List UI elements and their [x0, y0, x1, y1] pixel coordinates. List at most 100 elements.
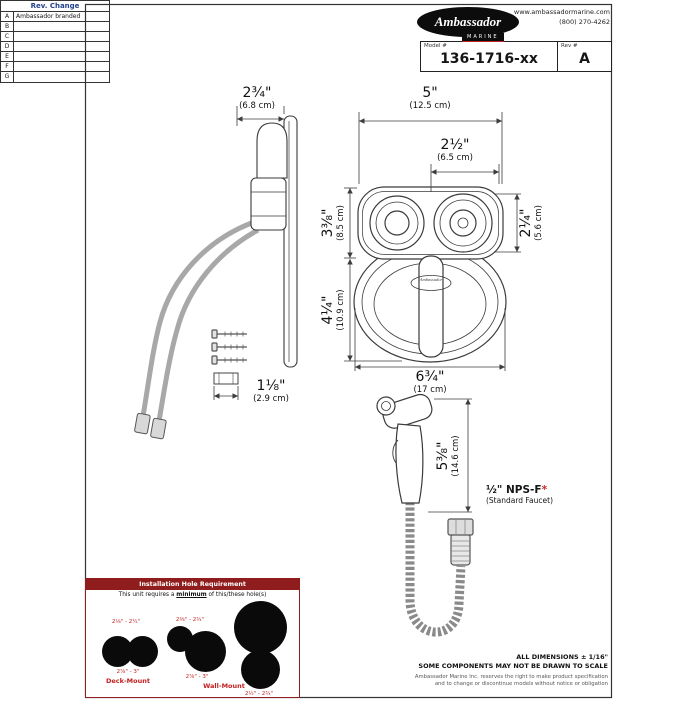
rev-change: Ambassador branded — [16, 13, 81, 20]
wall-hole-top — [234, 601, 287, 654]
rev-row: C — [1, 32, 109, 42]
dim-overall-top-in: 5" — [422, 85, 438, 101]
rev-row: F — [1, 62, 109, 72]
hose-connectors — [134, 412, 167, 440]
revision-table-title: Rev. Change — [1, 1, 109, 12]
dim-thread: ½" NPS-F* (Standard Faucet) — [486, 484, 553, 505]
coiled-hose — [405, 502, 466, 637]
model-label: Model # — [424, 43, 447, 49]
subtitle-minimum: minimum — [176, 592, 207, 598]
model-number: 136-1716-xx — [440, 51, 538, 67]
thread-label: ½" NPS-F — [486, 484, 542, 496]
legal-line-1: Ambassador Marine Inc. reserves the righ… — [414, 674, 608, 681]
rev-letter: D — [1, 42, 14, 51]
dim-head-height: 3⅜" (8.5 cm) — [320, 181, 347, 265]
dim-side-depth-in: 2¾" — [242, 85, 272, 101]
contact-info: www.ambassadormarine.com (800) 270-4262 — [505, 8, 610, 28]
installation-title: Installation Hole Requirement — [86, 579, 299, 590]
rev-letter: C — [1, 32, 14, 41]
subtitle-post: of this/these hole(s) — [206, 592, 267, 598]
dim-overall-width-cm: (17 cm) — [413, 384, 447, 395]
legal-line-2: and to change or discontinue models with… — [434, 681, 608, 688]
dim-sprayer-height-cm: (14.6 cm) — [451, 435, 462, 477]
side-view-drawing — [134, 115, 298, 440]
rev-row: G — [1, 72, 109, 82]
rev-letter: A — [1, 12, 14, 21]
dim-overall-top: 5" (12.5 cm) — [390, 86, 470, 111]
thread-note: (Standard Faucet) — [486, 496, 554, 505]
dim-flange-depth-in: 1⅛" — [256, 378, 286, 394]
rev-letter: F — [1, 62, 14, 71]
right-cup-circle — [433, 193, 493, 253]
mounting-plate — [283, 115, 298, 368]
dim-sprayer-height-in: 5⅜" — [435, 441, 452, 471]
rev-row: E — [1, 52, 109, 62]
phone-text: (800) 270-4262 — [559, 17, 610, 26]
rev-row: B — [1, 22, 109, 32]
hole-templates: 2⅛" - 2¼" 2⅜" - 2¾" 2⅞" - 3" Deck-Mount … — [86, 598, 299, 716]
dim-head-height-in: 3⅜" — [320, 208, 337, 238]
dim-cup-height-cm: (5.6 cm) — [534, 205, 545, 241]
sprayer-drawing — [376, 393, 474, 637]
dim-bowl-height-cm: (10.9 cm) — [336, 289, 347, 331]
rev-letter: G — [1, 72, 14, 82]
faucet-cap — [256, 122, 288, 179]
deck-mount-label: Deck-Mount — [106, 677, 150, 685]
sheet-border — [84, 3, 613, 699]
deck-size-label: 2⅞" - 3" — [116, 669, 140, 675]
dimension-lines — [213, 106, 521, 513]
wall-mount-label: Wall-Mount — [203, 682, 245, 690]
sprayer-trigger — [392, 439, 399, 464]
dim-cup-spacing-cm: (6.5 cm) — [437, 152, 473, 163]
tolerance-note: ALL DIMENSIONS ± 1/16" — [516, 653, 608, 661]
deck-hole-2 — [127, 636, 158, 667]
revision-table: Rev. Change A Ambassador branded B C D E… — [0, 0, 110, 83]
technical-drawing — [84, 3, 613, 699]
rev-letter: E — [1, 52, 14, 61]
faucet-body — [250, 177, 287, 231]
front-view-drawing — [353, 186, 507, 363]
dim-cup-spacing: 2½" (6.5 cm) — [415, 138, 495, 163]
sprayer-handle — [395, 423, 424, 504]
title-block: Model # 136-1716-xx Rev # A — [420, 41, 612, 72]
dim-head-height-cm: (8.5 cm) — [336, 205, 347, 241]
hose-fitting — [447, 518, 474, 566]
supply-hoses — [140, 219, 260, 422]
footer-notes: ALL DIMENSIONS ± 1/16" SOME COMPONENTS M… — [380, 653, 608, 688]
dim-side-depth: 2¾" (6.8 cm) — [217, 86, 297, 111]
dim-overall-top-cm: (12.5 cm) — [409, 100, 451, 111]
flange-bracket — [213, 372, 239, 385]
small-hole-label-mid: 2⅜" - 2¾" — [175, 617, 205, 623]
brand-logo-text: Ambassador — [434, 14, 502, 29]
rev-row: D — [1, 42, 109, 52]
dim-overall-width: 6¾" (17 cm) — [390, 370, 470, 395]
dim-flange-depth: 1⅛" (2.9 cm) — [243, 379, 299, 404]
installation-subtitle: This unit requires a minimum of this/the… — [86, 592, 299, 598]
rev-label: Rev # — [561, 43, 578, 49]
dim-flange-depth-cm: (2.9 cm) — [253, 393, 289, 404]
small-hole-label-left: 2⅛" - 2¼" — [111, 619, 141, 625]
brand-badge-oval — [410, 275, 452, 291]
wall-size2-label: 2½" - 2¾" — [244, 691, 274, 697]
wall-size-label: 2⅞" - 3" — [185, 674, 209, 680]
dim-cup-spacing-in: 2½" — [440, 137, 470, 153]
brand-logo-sub: MARINE — [462, 33, 504, 42]
left-cup-circle — [369, 195, 425, 251]
model-cell: Model # 136-1716-xx — [421, 42, 557, 71]
wall-hole-large — [185, 631, 226, 672]
dim-overall-width-in: 6¾" — [415, 369, 445, 385]
dim-cup-height-in: 2¼" — [518, 208, 535, 238]
thread-asterisk: * — [541, 484, 548, 496]
dim-cup-height: 2¼" (5.6 cm) — [518, 181, 545, 265]
dim-sprayer-height: 5⅜" (14.6 cm) — [435, 414, 462, 498]
mounting-screws — [211, 329, 247, 365]
scale-note: SOME COMPONENTS MAY NOT BE DRAWN TO SCAL… — [418, 662, 608, 671]
dim-bowl-height: 4¼" (10.9 cm) — [320, 268, 347, 352]
spec-sheet: { "rev_table": { "title": "Rev. Change",… — [0, 0, 613, 699]
website-text: www.ambassadormarine.com — [513, 8, 610, 16]
dim-bowl-height-in: 4¼" — [320, 295, 337, 325]
rev-letter: B — [1, 22, 14, 31]
rev-value: A — [579, 51, 590, 67]
rev-cell: Rev # A — [557, 42, 611, 71]
brand-logo: Ambassador — [417, 7, 519, 37]
